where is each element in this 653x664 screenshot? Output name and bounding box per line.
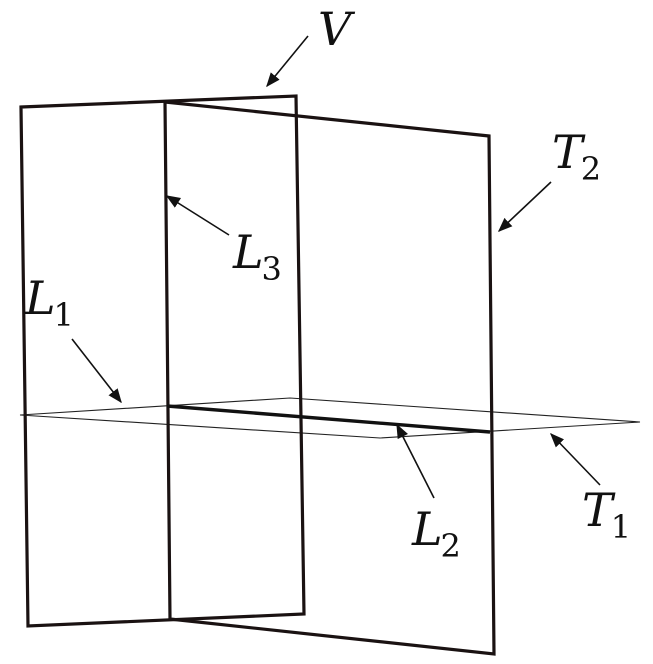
arrow-t1 [550,432,601,486]
label-l3-sub: 3 [262,250,282,288]
label-l2: L2 [411,502,461,565]
label-v: V [318,2,356,56]
label-v-main: V [318,2,356,56]
plane-t2 [163,100,496,656]
arrow-l2 [396,423,435,499]
plane-t1 [19,397,641,439]
arrow-t2 [497,181,552,232]
plane-v [19,94,306,628]
label-t1-sub: 1 [611,508,631,546]
label-l1-main: L [24,271,56,325]
label-l1-sub: 1 [54,296,74,334]
arrow-l1 [71,338,122,404]
arrow-l3 [165,195,230,236]
label-t1: T1 [582,483,631,546]
label-l2-sub: 2 [441,527,461,565]
label-t2-main: T [552,125,586,179]
label-l3: L3 [232,225,282,288]
label-l2-main: L [411,502,443,556]
label-t1-main: T [582,483,616,537]
arrow-v [266,35,309,88]
label-t2: T2 [552,125,601,188]
line-l2 [166,404,491,434]
label-l3-main: L [232,225,264,279]
label-l1: L1 [24,271,74,334]
label-t2-sub: 2 [581,150,601,188]
